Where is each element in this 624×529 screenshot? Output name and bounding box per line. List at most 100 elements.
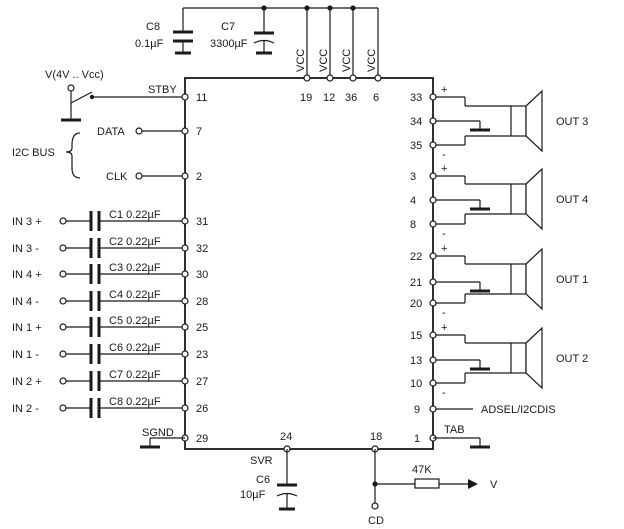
input-terminal	[59, 350, 67, 358]
plus-sign: +	[441, 163, 447, 175]
adsel-label: ADSEL/I2CDIS	[481, 404, 556, 416]
input-label: IN 3 -	[12, 243, 39, 255]
pin-terminal	[429, 117, 437, 125]
i2c-brace	[65, 132, 81, 179]
pin-terminal	[181, 377, 189, 385]
pin-number: 36	[345, 92, 357, 104]
v-label: V	[490, 479, 498, 491]
standby-switch	[61, 84, 185, 122]
pin-number: 4	[410, 195, 416, 207]
vcc-label: VCC	[295, 49, 307, 72]
input-label: IN 1 -	[12, 349, 39, 361]
input-label: IN 4 +	[12, 269, 42, 281]
data-label: DATA	[97, 126, 125, 138]
pin-number: 34	[410, 116, 422, 128]
c7-name: C7	[221, 21, 235, 33]
pin-terminal	[429, 93, 437, 101]
plus-sign: +	[441, 243, 447, 255]
minus-sign: -	[442, 228, 446, 240]
output-label: OUT 2	[556, 353, 588, 365]
pin-terminal	[181, 172, 189, 180]
vcc-label: VCC	[366, 49, 378, 72]
pin-terminal	[429, 141, 437, 149]
resistor-label: 47K	[412, 464, 432, 476]
input-terminal	[59, 297, 67, 305]
vcc-label: VCC	[318, 49, 330, 72]
pin-terminal	[181, 217, 189, 225]
speaker-magnet	[510, 105, 527, 137]
input-row: IN 4 + C3 0.22µF 30	[12, 262, 208, 284]
pin-number: 20	[410, 298, 422, 310]
speaker-cone	[525, 167, 543, 231]
cap-label: C1 0.22µF	[109, 209, 161, 221]
resistor-47k	[414, 478, 440, 489]
input-label: IN 1 +	[12, 322, 42, 334]
minus-sign: -	[442, 149, 446, 161]
pin-terminal	[181, 323, 189, 331]
pin-number: 21	[410, 277, 422, 289]
pin-terminal	[429, 379, 437, 387]
speaker-magnet	[510, 342, 527, 374]
supply-section	[173, 5, 382, 82]
cap-label: C7 0.22µF	[109, 369, 161, 381]
pin-number: 27	[196, 376, 208, 388]
input-terminal	[59, 217, 67, 225]
pin-number: 28	[196, 296, 208, 308]
minus-sign: -	[442, 307, 446, 319]
pin-number: 15	[410, 330, 422, 342]
cd-label: CD	[368, 515, 384, 527]
pin-number: 29	[196, 433, 208, 445]
pin-terminal	[429, 252, 437, 260]
pin-number: 30	[196, 269, 208, 281]
cap-label: C5 0.22µF	[109, 315, 161, 327]
pin-terminal	[429, 172, 437, 180]
output-label: OUT 4	[556, 194, 588, 206]
i2c-bus-label: I2C BUS	[12, 147, 55, 159]
c6-value: 10µF	[240, 489, 266, 501]
pin-number: 12	[323, 92, 335, 104]
pin-terminal	[429, 299, 437, 307]
pin-number: 26	[196, 403, 208, 415]
speaker-cone	[525, 247, 543, 311]
input-terminal	[59, 377, 67, 385]
pin-number: 13	[410, 355, 422, 367]
pin-number: 10	[410, 378, 422, 390]
cap-label: C2 0.22µF	[109, 236, 161, 248]
input-label: IN 2 -	[12, 403, 39, 415]
output-label: OUT 3	[556, 116, 588, 128]
cap-label: C3 0.22µF	[109, 262, 161, 274]
plus-sign: +	[441, 322, 447, 334]
pin-number: 8	[410, 219, 416, 231]
pin-number: 31	[196, 216, 208, 228]
arrow-icon	[468, 479, 478, 489]
pin-terminal	[181, 297, 189, 305]
pin-terminal	[429, 278, 437, 286]
speaker-cone	[525, 89, 543, 153]
output-label: OUT 1	[556, 274, 588, 286]
input-label: IN 2 +	[12, 376, 42, 388]
input-terminal	[59, 244, 67, 252]
cap-label: C6 0.22µF	[109, 342, 161, 354]
speaker-magnet	[510, 263, 527, 295]
pin-terminal	[181, 244, 189, 252]
c7-value: 3300µF	[210, 38, 248, 50]
input-terminal	[59, 270, 67, 278]
pin-number: 6	[373, 92, 379, 104]
pin-terminal	[429, 356, 437, 364]
sgnd-label: SGND	[142, 427, 174, 439]
pin-number: 33	[410, 92, 422, 104]
pin-number: 1	[414, 433, 420, 445]
pin-terminal	[429, 331, 437, 339]
c8-value: 0.1µF	[135, 38, 164, 50]
pin-terminal	[181, 270, 189, 278]
vcc-label: VCC	[341, 49, 353, 72]
input-label: IN 4 -	[12, 296, 39, 308]
